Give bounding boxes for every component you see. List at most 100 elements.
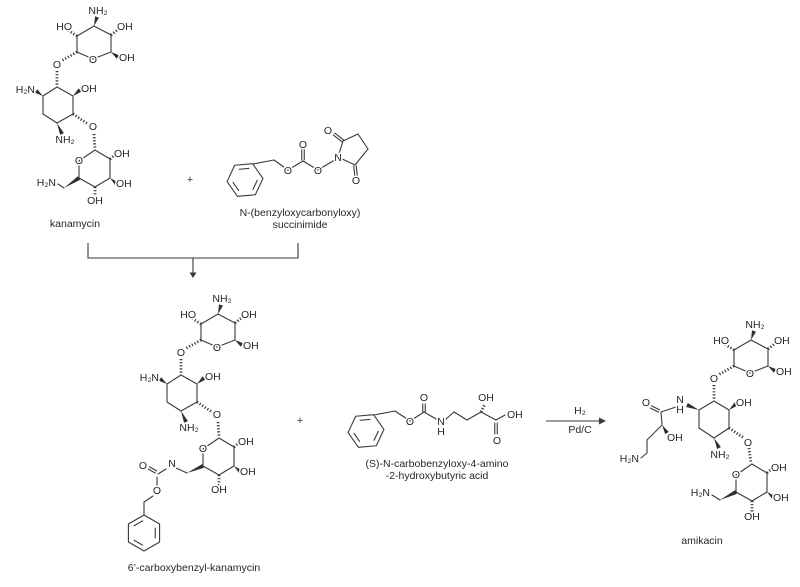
- atom-label: OH: [667, 432, 683, 444]
- hashed-wedge-bond: [767, 340, 778, 351]
- atom-label: OH: [117, 21, 133, 33]
- bond: [200, 313, 219, 325]
- double-bond: [334, 132, 345, 141]
- bond: [218, 465, 235, 476]
- wedge-bond: [234, 466, 243, 474]
- plus-operators: ++: [186, 173, 304, 428]
- atom-label: HO: [180, 309, 196, 321]
- bond: [660, 406, 677, 413]
- bond: [750, 339, 769, 350]
- atom-label: O: [89, 54, 97, 66]
- bond: [713, 427, 730, 439]
- bond: [357, 133, 369, 150]
- aromatic-inner-bond: [232, 181, 240, 192]
- atom-label: OH: [205, 371, 221, 383]
- atom-label: N: [437, 416, 445, 428]
- atom-label: HO: [56, 21, 72, 33]
- atom-label: O: [352, 175, 360, 187]
- atom-label: O: [314, 165, 322, 177]
- atom-label: OH: [478, 392, 494, 404]
- hashed-wedge-bond: [722, 341, 735, 352]
- atom-label: NH₂: [88, 5, 107, 17]
- atom-label: OH: [776, 366, 792, 378]
- wedge-bond: [110, 178, 119, 186]
- bond: [200, 339, 218, 348]
- reaction-condition-label: Pd/C: [568, 424, 592, 436]
- bond: [94, 177, 111, 188]
- wedge-bond: [729, 402, 738, 410]
- hashed-wedge-bond: [72, 112, 89, 126]
- atom-label: O: [299, 139, 307, 151]
- wedge-bond: [235, 340, 244, 347]
- atom-label: O: [177, 347, 185, 359]
- bond: [394, 410, 411, 422]
- atom-label: O: [732, 469, 740, 481]
- bond: [94, 149, 111, 160]
- wedge-bond: [73, 88, 82, 96]
- molecule-caption: 6’-carboxybenzyl-kanamycin: [128, 562, 261, 574]
- aromatic-inner-bond: [373, 430, 379, 441]
- bond: [337, 140, 344, 158]
- aromatic-inner-bond: [133, 520, 144, 527]
- atom-label: O: [493, 435, 501, 447]
- plus-operator: +: [187, 174, 193, 186]
- hashed-wedge-bond: [110, 26, 121, 37]
- molecule-caption: (S)-N-carbobenzyloxy-4-amino: [366, 458, 509, 470]
- atom-label: OH: [114, 148, 130, 160]
- hashed-wedge-bond: [747, 447, 753, 464]
- molecule-caption: -2-hydroxybutyric acid: [386, 470, 489, 482]
- atom-label: O: [642, 397, 650, 409]
- bond: [640, 452, 648, 459]
- combine-bracket: [87, 243, 299, 259]
- hashed-wedge-bond: [60, 50, 78, 63]
- atom-label: OH: [507, 409, 523, 421]
- bond: [373, 410, 396, 416]
- bond: [317, 157, 339, 171]
- double-bond: [651, 405, 661, 411]
- atom-label: OH: [116, 178, 132, 190]
- bond: [166, 374, 182, 385]
- atom-label: NH₂: [710, 449, 729, 461]
- molecule-caption: N-(benzyloxycarbonyloxy): [240, 207, 361, 219]
- bond: [733, 339, 752, 351]
- reaction-arrowhead-icon: [599, 417, 606, 425]
- aromatic-inner-bond: [353, 432, 361, 443]
- bond: [287, 160, 304, 171]
- atom-label: N: [676, 394, 684, 406]
- atom-label: O: [324, 125, 332, 137]
- bond: [76, 51, 94, 60]
- combine-arrowhead-icon: [189, 272, 197, 278]
- bond: [453, 411, 468, 421]
- atom-label: OH: [238, 436, 254, 448]
- bond: [78, 149, 96, 162]
- wedge-bond: [686, 403, 699, 410]
- atom-label: O: [139, 460, 147, 472]
- aromatic-inner-bond: [359, 418, 371, 421]
- bond: [157, 468, 167, 475]
- bond: [660, 411, 663, 425]
- molecule-caption: amikacin: [681, 535, 723, 547]
- hashed-wedge-bond: [65, 27, 78, 38]
- bond: [751, 463, 768, 474]
- double-bond: [147, 468, 156, 474]
- atom-label: OH: [119, 52, 135, 64]
- double-bond: [332, 134, 343, 143]
- atom-label: OH: [771, 462, 787, 474]
- atom-label: H: [676, 404, 684, 416]
- wedge-bond: [111, 52, 120, 59]
- atom-label: H₂N: [140, 372, 159, 384]
- atom-label: O: [746, 368, 754, 380]
- atom-label: H₂N: [16, 84, 35, 96]
- wedge-bond: [187, 464, 204, 473]
- bond: [76, 25, 95, 37]
- wedge-bond: [197, 376, 206, 384]
- atom-label: NH₂: [745, 319, 764, 331]
- wedge-bond: [181, 411, 188, 423]
- molecule-ahb-acid: OONHOHOOH(S)-N-carbobenzyloxy-4-amino-2-…: [347, 391, 524, 482]
- bond: [733, 365, 751, 374]
- atom-label: H₂N: [37, 177, 56, 189]
- atom-label: H₂N: [620, 453, 639, 465]
- bond: [143, 495, 154, 503]
- bond: [480, 411, 497, 421]
